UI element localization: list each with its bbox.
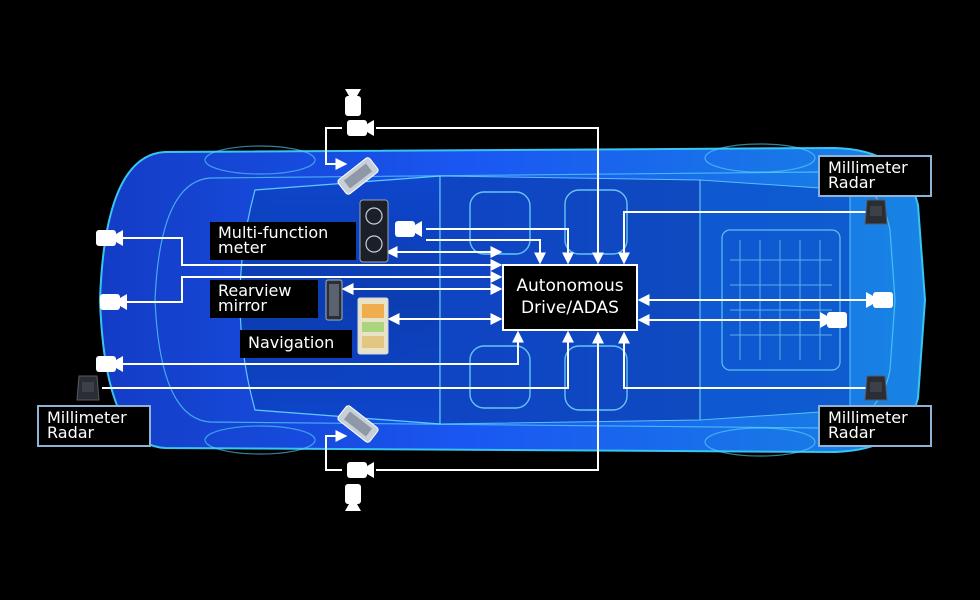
- millimeter-radar-front-right-label: Millimeter Radar: [818, 155, 932, 197]
- camera-icon: [347, 462, 374, 478]
- side-mirror-camera-icon: [337, 405, 379, 443]
- millimeter-radar-rear-right-label: Millimeter Radar: [818, 405, 932, 447]
- meter-display-device: [359, 199, 389, 263]
- rearview-mirror-device: [325, 279, 343, 321]
- camera-icon: [100, 294, 127, 310]
- camera-icon: [345, 89, 361, 116]
- camera-icon: [347, 120, 374, 136]
- side-mirror-camera-icon: [337, 157, 379, 195]
- autonomous-drive-adas-ecu: Autonomous Drive/ADAS: [502, 264, 638, 331]
- connection-lines: [102, 127, 868, 471]
- multi-function-meter-label: Multi-function meter: [210, 222, 356, 260]
- radar-sensor-icon: [864, 375, 888, 401]
- rearview-mirror-label: Rearview mirror: [210, 280, 318, 318]
- camera-icon: [96, 230, 123, 246]
- radar-sensor-icon: [76, 375, 100, 401]
- camera-icon: [345, 484, 361, 511]
- camera-icon: [96, 356, 123, 372]
- camera-icon: [820, 312, 847, 328]
- radar-sensor-icon: [864, 199, 888, 225]
- navigation-label: Navigation: [240, 330, 352, 358]
- camera-icon: [866, 292, 893, 308]
- millimeter-radar-rear-left-label: Millimeter Radar: [37, 405, 151, 447]
- navigation-display-device: [357, 297, 389, 355]
- camera-icon: [395, 221, 422, 237]
